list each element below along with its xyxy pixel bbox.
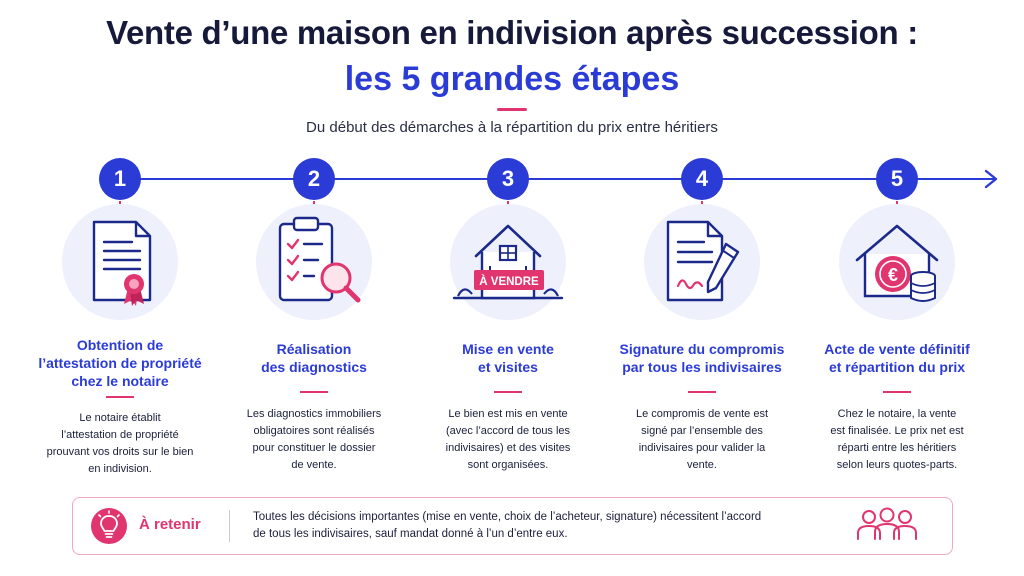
key-takeaway-separator bbox=[229, 510, 230, 542]
step-1-desc-line: l’attestation de propriété bbox=[61, 429, 179, 441]
step-4-title-line: par tous les indivisaires bbox=[622, 359, 782, 375]
step-1-title-line: Obtention de bbox=[76, 337, 164, 353]
step-2-desc-line: pour constituer le dossier bbox=[252, 442, 376, 454]
step-4-title: Signature du compromis par tous les indi… bbox=[597, 340, 807, 376]
title-divider bbox=[497, 108, 527, 111]
page-title: Vente d’une maison en indivision après s… bbox=[106, 14, 918, 51]
step-2-tick bbox=[313, 201, 315, 206]
page-title-highlight: les 5 grandes étapes bbox=[344, 60, 680, 98]
house-for-sale-icon: À VENDRE bbox=[452, 224, 564, 300]
checklist-magnifier-icon bbox=[278, 216, 361, 303]
step-5-divider bbox=[883, 391, 911, 393]
key-takeaway-box: À retenir Toutes les décisions important… bbox=[72, 497, 953, 555]
key-takeaway-label: À retenir bbox=[139, 516, 201, 533]
step-5-tick bbox=[896, 201, 898, 206]
step-1-divider bbox=[106, 396, 134, 398]
step-2-desc-line: de vente. bbox=[291, 459, 337, 471]
step-2-desc-line: Les diagnostics immobiliers bbox=[246, 408, 382, 420]
certificate-document-icon bbox=[92, 220, 152, 306]
step-3-desc-line: indivisaires) et des visites bbox=[445, 442, 571, 454]
step-4-tick bbox=[701, 201, 703, 206]
house-euro-coins-icon: € bbox=[855, 224, 939, 302]
step-5-desc-line: Chez le notaire, la vente bbox=[837, 408, 957, 420]
step-1-description: Le notaire établit l’attestation de prop… bbox=[27, 410, 213, 478]
step-1-desc-line: Le notaire établit bbox=[79, 412, 161, 424]
step-4-divider bbox=[688, 391, 716, 393]
step-5-title-line: Acte de vente définitif bbox=[824, 341, 970, 357]
step-1-desc-line: en indivision. bbox=[88, 463, 152, 475]
step-4-icon-circle bbox=[644, 204, 760, 320]
step-5-number: 5 bbox=[876, 158, 918, 200]
step-5-desc-line: selon leurs quotes-parts. bbox=[836, 459, 958, 471]
step-2-title-line: des diagnostics bbox=[261, 359, 367, 375]
step-5-desc-line: réparti entre les héritiers bbox=[837, 442, 957, 454]
step-2-desc-line: obligatoires sont réalisés bbox=[253, 425, 375, 437]
step-5-description: Chez le notaire, la vente est finalisée.… bbox=[804, 406, 990, 474]
step-4-title-line: Signature du compromis bbox=[619, 341, 785, 357]
timeline-line bbox=[100, 178, 996, 180]
step-1-number: 1 bbox=[99, 158, 141, 200]
step-3-title: Mise en vente et visites bbox=[403, 340, 613, 376]
step-1-icon-circle bbox=[62, 204, 178, 320]
step-4-number: 4 bbox=[681, 158, 723, 200]
timeline-arrow-icon bbox=[984, 169, 998, 189]
step-1-title-line: chez le notaire bbox=[71, 373, 169, 389]
step-1-title: Obtention de l’attestation de propriété … bbox=[15, 336, 225, 390]
step-5-title: Acte de vente définitif et répartition d… bbox=[792, 340, 1002, 376]
key-takeaway-line: de tous les indivisaires, sauf mandat do… bbox=[253, 528, 568, 540]
step-2-icon-circle bbox=[256, 204, 372, 320]
step-3-desc-line: (avec l’accord de tous les bbox=[445, 425, 571, 437]
step-3-divider bbox=[494, 391, 522, 393]
step-4-desc-line: Le compromis de vente est bbox=[635, 408, 769, 420]
step-3-number: 3 bbox=[487, 158, 529, 200]
step-3-icon-circle: À VENDRE bbox=[450, 204, 566, 320]
step-2-number: 2 bbox=[293, 158, 335, 200]
step-4-desc-line: vente. bbox=[687, 459, 717, 471]
step-2-description: Les diagnostics immobiliers obligatoires… bbox=[221, 406, 407, 474]
step-4-desc-line: indivisaires pour valider la bbox=[638, 442, 766, 454]
step-2-title-line: Réalisation bbox=[276, 341, 352, 357]
step-3-tick bbox=[507, 201, 509, 206]
key-takeaway-text: Toutes les décisions importantes (mise e… bbox=[253, 509, 843, 543]
step-3-desc-line: Le bien est mis en vente bbox=[448, 408, 568, 420]
step-3-title-line: Mise en vente bbox=[462, 341, 554, 357]
lightbulb-icon bbox=[91, 508, 127, 544]
for-sale-sign-text: À VENDRE bbox=[479, 275, 539, 288]
group-people-icon bbox=[857, 507, 917, 540]
step-3-title-line: et visites bbox=[478, 359, 538, 375]
step-1-desc-line: prouvant vos droits sur le bien bbox=[46, 446, 194, 458]
step-5-desc-line: est finalisée. Le prix net est bbox=[830, 425, 964, 437]
step-5-icon-circle: € bbox=[839, 204, 955, 320]
step-2-title: Réalisation des diagnostics bbox=[209, 340, 419, 376]
step-3-description: Le bien est mis en vente (avec l’accord … bbox=[415, 406, 601, 474]
step-3-desc-line: sont organisées. bbox=[467, 459, 549, 471]
step-4-desc-line: signé par l’ensemble des bbox=[641, 425, 763, 437]
euro-symbol: € bbox=[888, 265, 898, 285]
step-2-divider bbox=[300, 391, 328, 393]
step-1-tick bbox=[119, 201, 121, 206]
step-4-description: Le compromis de vente est signé par l’en… bbox=[609, 406, 795, 474]
page-subtitle: Du début des démarches à la répartition … bbox=[306, 119, 718, 136]
step-1-title-line: l’attestation de propriété bbox=[38, 355, 202, 371]
step-5-title-line: et répartition du prix bbox=[828, 359, 966, 375]
key-takeaway-line: Toutes les décisions importantes (mise e… bbox=[253, 511, 762, 523]
contract-signature-icon bbox=[666, 220, 740, 302]
